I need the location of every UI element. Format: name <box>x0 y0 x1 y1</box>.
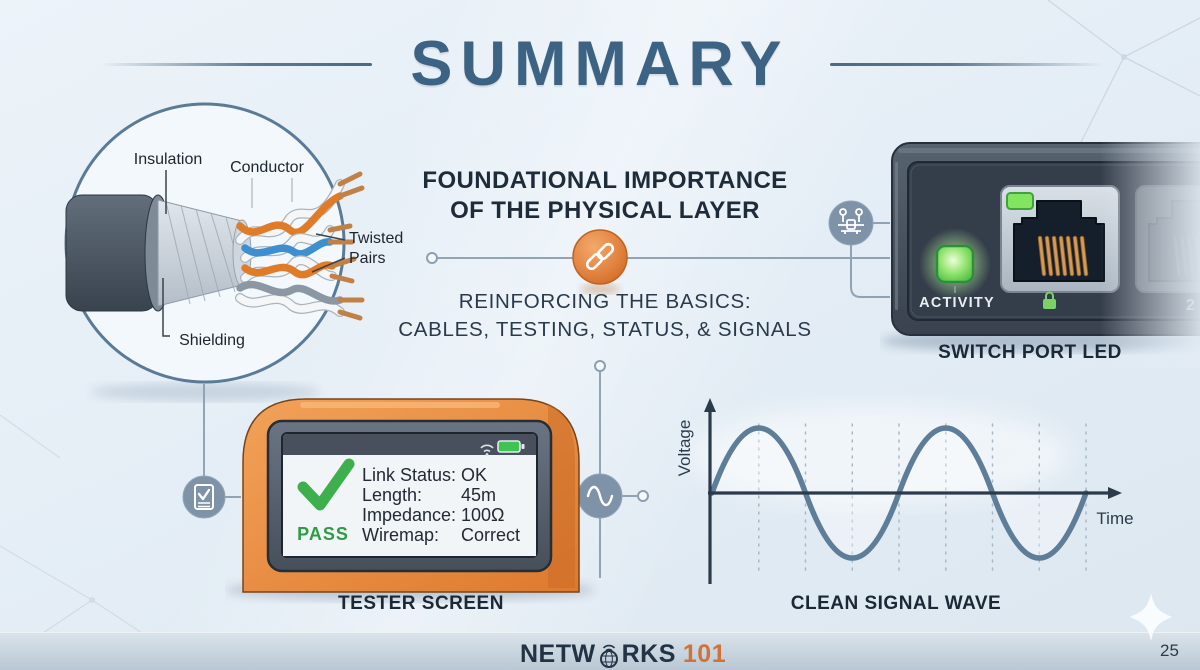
wave-caption: CLEAN SIGNAL WAVE <box>790 593 1002 614</box>
label-shielding: Shielding <box>179 332 245 349</box>
footer-band <box>0 632 1200 670</box>
label-conductor: Conductor <box>230 159 304 176</box>
cable-cutaway-illustration: Insulation Conductor Twisted Pairs Shiel… <box>64 102 404 401</box>
tester-row-label: Impedance: <box>362 505 456 525</box>
subheading-line-1: REINFORCING THE BASICS: <box>458 290 752 313</box>
connector-node-circle <box>426 252 438 264</box>
center-heading: FOUNDATIONAL IMPORTANCE OF THE PHYSICAL … <box>0 166 1200 226</box>
tester-body-highlight <box>300 402 500 408</box>
center-subheading: REINFORCING THE BASICS: CABLES, TESTING,… <box>0 288 1200 344</box>
switch-edge-highlight <box>895 162 898 310</box>
slide-title: SUMMARY <box>410 29 790 99</box>
switch-panel-inset <box>910 164 1200 318</box>
label-twisted-1: Twisted <box>349 230 403 247</box>
switch-panel-illustration: ACTIVITY 2 <box>880 128 1200 368</box>
port-link-led <box>1006 192 1034 210</box>
tester-row-label: Length: <box>362 485 422 505</box>
subheading-line-2: CABLES, TESTING, STATUS, & SIGNALS <box>398 318 812 341</box>
heading-line-1: FOUNDATIONAL IMPORTANCE <box>422 167 788 194</box>
label-twisted-2: Pairs <box>349 250 385 267</box>
wave-axes <box>704 398 1122 584</box>
cable-shadow <box>90 383 320 401</box>
cable-labels: Insulation Conductor Twisted Pairs Shiel… <box>134 151 404 349</box>
link-icon <box>572 229 628 294</box>
activity-led <box>935 244 975 284</box>
wifi-icon <box>480 444 494 456</box>
globe-icon <box>599 644 618 668</box>
tester-row-value: OK <box>461 465 487 485</box>
title-divider-right <box>830 63 1103 66</box>
rj45-port-1 <box>1000 185 1120 293</box>
switch-node-icon <box>828 200 874 246</box>
twisted-pairs <box>235 171 365 321</box>
title-divider-left <box>100 63 372 66</box>
tester-row-value: 45m <box>461 485 496 505</box>
page-number: 25 <box>1160 641 1179 660</box>
tester-row-value: 100Ω <box>461 505 505 525</box>
heading-line-2: OF THE PHYSICAL LAYER <box>450 197 760 224</box>
switch-caption: SWITCH PORT LED <box>938 342 1122 363</box>
brand-suffix: RKS <box>621 639 676 668</box>
battery-icon <box>497 440 525 453</box>
pass-checkmark-icon <box>297 458 355 511</box>
pass-label: PASS <box>297 524 349 544</box>
tester-illustration: PASS Link Status: OK Length: 45m Impedan… <box>225 398 595 601</box>
brand-number: 101 <box>682 639 727 668</box>
brand-prefix: NETW <box>520 639 596 668</box>
connector-node-circle <box>637 490 649 502</box>
tester-row-label: Link Status: <box>362 465 456 485</box>
tester-readout: Link Status: OK Length: 45m Impedance: 1… <box>362 465 520 545</box>
tester-row-label: Wiremap: <box>362 525 439 545</box>
x-axis-label: Time <box>1096 509 1133 528</box>
sparkle-icon <box>1130 593 1172 641</box>
connector-node-circle <box>594 360 606 372</box>
switch-fade-overlay <box>1100 128 1200 368</box>
tester-caption: TESTER SCREEN <box>338 593 504 614</box>
label-insulation: Insulation <box>134 151 203 168</box>
tester-body-shade <box>548 404 575 588</box>
activity-label: ACTIVITY <box>919 295 995 311</box>
clipboard-icon <box>182 475 226 519</box>
y-axis-label: Voltage <box>675 420 694 477</box>
wave-glow <box>690 405 1070 505</box>
tester-statusbar <box>283 434 536 455</box>
tester-row-value: Correct <box>461 525 520 545</box>
port-status-icon <box>1043 291 1056 309</box>
brand-logo: NETW RKS 101 <box>520 639 726 669</box>
signal-wave-chart: Voltage Time <box>675 398 1134 584</box>
